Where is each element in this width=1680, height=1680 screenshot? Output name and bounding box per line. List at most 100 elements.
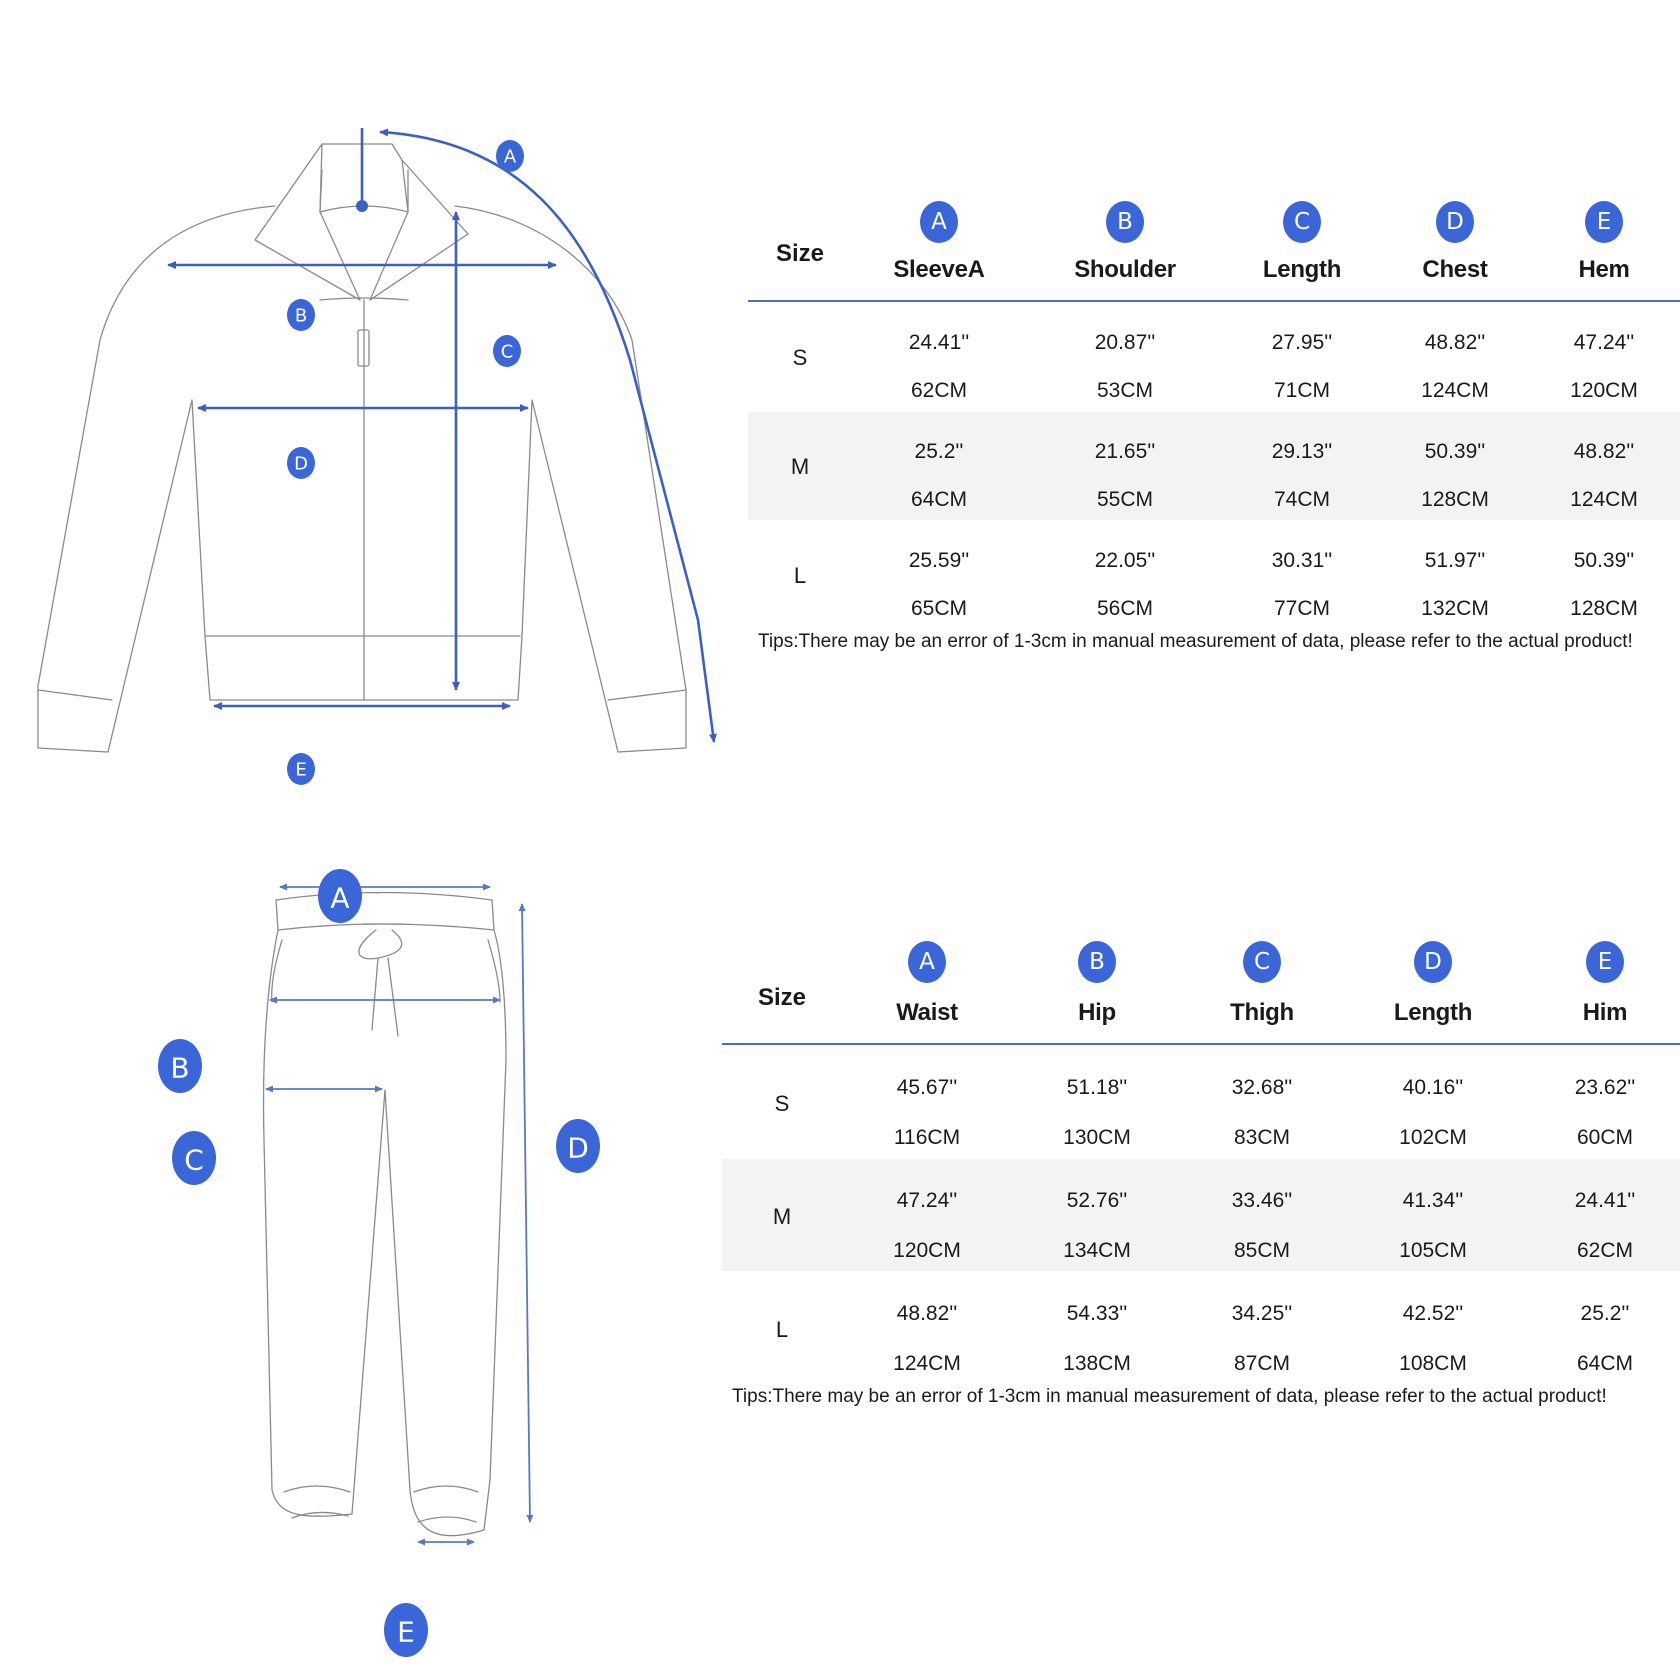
cell-inch: 33.46'' (1231, 1189, 1293, 1212)
cell-inch: 24.41'' (1574, 1189, 1636, 1212)
row-size-s: S (792, 345, 808, 370)
column-badge-a: A (920, 201, 958, 243)
cell-inch: 52.76'' (1066, 1189, 1128, 1212)
svg-text:E: E (295, 760, 306, 781)
jacket-badge-b: B (287, 299, 315, 331)
row-size-s: S (774, 1091, 790, 1116)
cell-inch: 25.59'' (908, 549, 970, 572)
cell-cm: 87CM (1233, 1352, 1291, 1375)
cell-cm: 124CM (893, 1352, 961, 1375)
tips-note: Tips:There may be an error of 1-3cm in m… (732, 1386, 1607, 1407)
cell-cm: 102CM (1399, 1126, 1467, 1149)
column-label-shoulder: Shoulder (1074, 256, 1176, 283)
cell-cm: 53CM (1096, 379, 1154, 402)
cell-cm: 128CM (1570, 597, 1638, 620)
cell-inch: 24.41'' (908, 331, 970, 354)
cell-inch: 48.82'' (1424, 331, 1486, 354)
svg-text:E: E (397, 1616, 415, 1649)
cell-inch: 23.62'' (1574, 1076, 1636, 1099)
cell-inch: 40.16'' (1402, 1076, 1464, 1099)
cell-cm: 62CM (1576, 1239, 1634, 1262)
column-badge-e: E (1586, 941, 1624, 983)
cell-cm: 60CM (1576, 1126, 1634, 1149)
cell-cm: 116CM (893, 1126, 961, 1149)
column-badge-a: A (908, 941, 946, 983)
column-label-length: Length (1393, 999, 1473, 1026)
column-label-hip: Hip (1078, 999, 1116, 1026)
cell-inch: 51.18'' (1066, 1076, 1128, 1099)
pants-legs (262, 929, 507, 1537)
cell-cm: 71CM (1273, 379, 1331, 402)
pants-drawstring (358, 923, 405, 1037)
cell-inch: 21.65'' (1094, 440, 1156, 463)
pants-arrow-d (518, 903, 534, 1523)
cell-cm: 120CM (1570, 379, 1638, 402)
column-badge-d: D (1414, 941, 1452, 983)
size-header: Size (757, 984, 807, 1011)
column-label-chest: Chest (1422, 256, 1488, 283)
jacket-badge-d: D (287, 447, 315, 479)
column-badge-c: C (1283, 201, 1321, 243)
column-label-length: Length (1262, 256, 1342, 283)
column-label-sleeve: SleeveA (893, 256, 985, 283)
svg-text:A: A (504, 147, 517, 168)
cell-inch: 48.82'' (896, 1302, 958, 1325)
jacket-badge-a: A (496, 140, 524, 172)
pants-measure-arrows (265, 883, 534, 1546)
row-size-m: M (772, 1204, 792, 1229)
cell-cm: 132CM (1421, 597, 1489, 620)
cell-inch: 25.2'' (914, 440, 964, 463)
cell-cm: 138CM (1063, 1352, 1131, 1375)
pants-badge-e: E (384, 1603, 428, 1657)
cell-inch: 32.68'' (1231, 1076, 1293, 1099)
cell-cm: 134CM (1063, 1239, 1131, 1262)
svg-text:C: C (501, 342, 514, 363)
cell-cm: 83CM (1233, 1126, 1291, 1149)
cell-cm: 128CM (1421, 488, 1489, 511)
column-badge-d: D (1436, 201, 1474, 243)
row-band-m (722, 1159, 1680, 1271)
svg-text:D: D (294, 454, 308, 475)
size-header: Size (775, 240, 825, 267)
cell-inch: 20.87'' (1094, 331, 1156, 354)
svg-text:B: B (295, 306, 307, 327)
column-badge-e: E (1585, 201, 1623, 243)
pants-badge-d: D (556, 1119, 600, 1173)
jacket-arrow-a (379, 128, 717, 743)
column-badge-c: C (1243, 941, 1281, 983)
column-label-thigh: Thigh (1230, 999, 1294, 1026)
column-label-waist: Waist (896, 999, 958, 1026)
column-label-him: Him (1582, 999, 1628, 1026)
pants-badge-c: C (172, 1131, 216, 1185)
svg-text:A: A (330, 882, 349, 915)
cell-cm: 55CM (1096, 488, 1154, 511)
cell-cm: 124CM (1570, 488, 1638, 511)
header-rule (748, 300, 1680, 302)
cell-inch: 48.82'' (1573, 440, 1635, 463)
row-size-l: L (793, 563, 807, 588)
cell-inch: 27.95'' (1271, 331, 1333, 354)
cell-inch: 50.39'' (1573, 549, 1635, 572)
cell-inch: 25.2'' (1580, 1302, 1630, 1325)
jacket-badge-c: C (493, 335, 521, 367)
column-label-hem: Hem (1578, 256, 1630, 283)
row-band-m (748, 412, 1680, 520)
cell-cm: 124CM (1421, 379, 1489, 402)
column-badge-b: B (1106, 201, 1144, 243)
cell-cm: 64CM (1576, 1352, 1634, 1375)
cell-cm: 108CM (1399, 1352, 1467, 1375)
pants-badge-b: B (158, 1039, 202, 1093)
cell-cm: 74CM (1273, 488, 1331, 511)
cell-inch: 42.52'' (1402, 1302, 1464, 1325)
cell-inch: 51.97'' (1424, 549, 1486, 572)
jacket-badge-e: E (287, 753, 315, 785)
header-rule (722, 1043, 1680, 1045)
row-size-m: M (790, 454, 810, 479)
svg-text:C: C (184, 1144, 204, 1177)
jacket-size-table: Size A SleeveA B Shoulder C Length D Che… (0, 0, 1680, 680)
svg-text:D: D (567, 1132, 589, 1165)
jacket-measure-arrows (167, 128, 717, 743)
column-badge-b: B (1078, 941, 1116, 983)
